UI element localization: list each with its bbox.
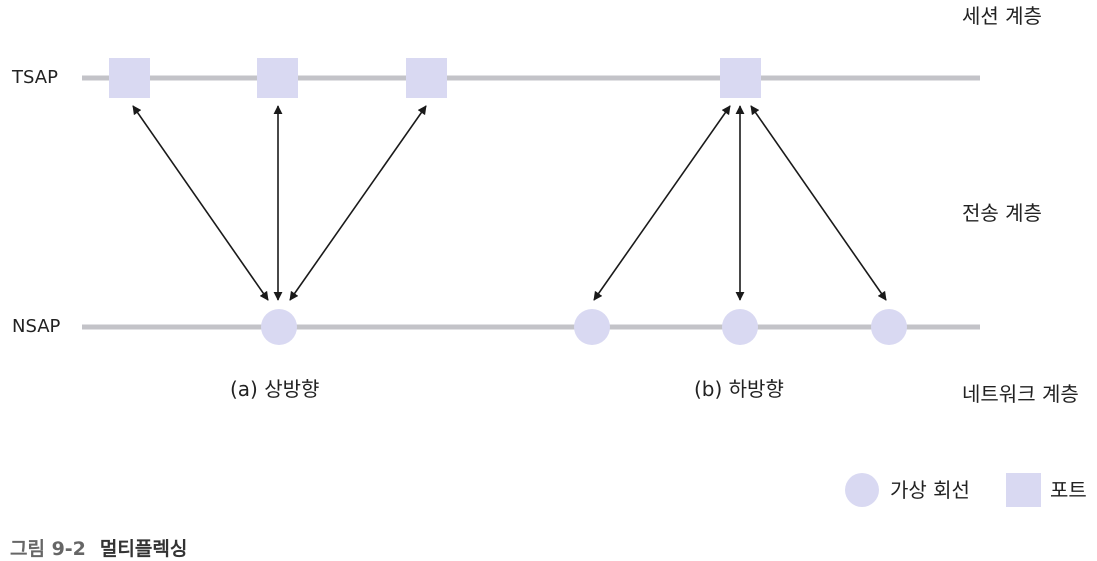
session-layer-label: 세션 계층 [962, 4, 1042, 28]
figure-number: 그림 9-2 [10, 538, 86, 560]
legend-circle-label: 가상 회선 [890, 478, 970, 502]
port-square [720, 58, 761, 98]
port-square [257, 58, 298, 98]
port-square [109, 58, 150, 98]
upward-arrow [132, 105, 269, 301]
transport-layer-label: 전송 계층 [962, 201, 1042, 225]
nsap-label: NSAP [12, 316, 61, 337]
figure-title: 멀티플렉싱 [99, 538, 188, 560]
legend-circle-icon [845, 473, 879, 507]
downward-arrow [750, 105, 887, 301]
downward-caption: (b) 하방향 [694, 377, 784, 401]
upward-arrow [289, 105, 427, 301]
downward-arrow [593, 105, 731, 301]
virtual-circuit-circle [722, 309, 758, 345]
legend-square-icon [1006, 473, 1041, 507]
upward-caption: (a) 상방향 [230, 377, 320, 401]
network-layer-label: 네트워크 계층 [962, 382, 1079, 406]
figure-caption: 그림 9-2 멀티플렉싱 [10, 534, 187, 561]
virtual-circuit-circle [871, 309, 907, 345]
legend-square-label: 포트 [1050, 478, 1087, 502]
virtual-circuit-circle [261, 309, 297, 345]
virtual-circuit-circle [574, 309, 610, 345]
port-square [406, 58, 447, 98]
tsap-label: TSAP [12, 67, 58, 88]
